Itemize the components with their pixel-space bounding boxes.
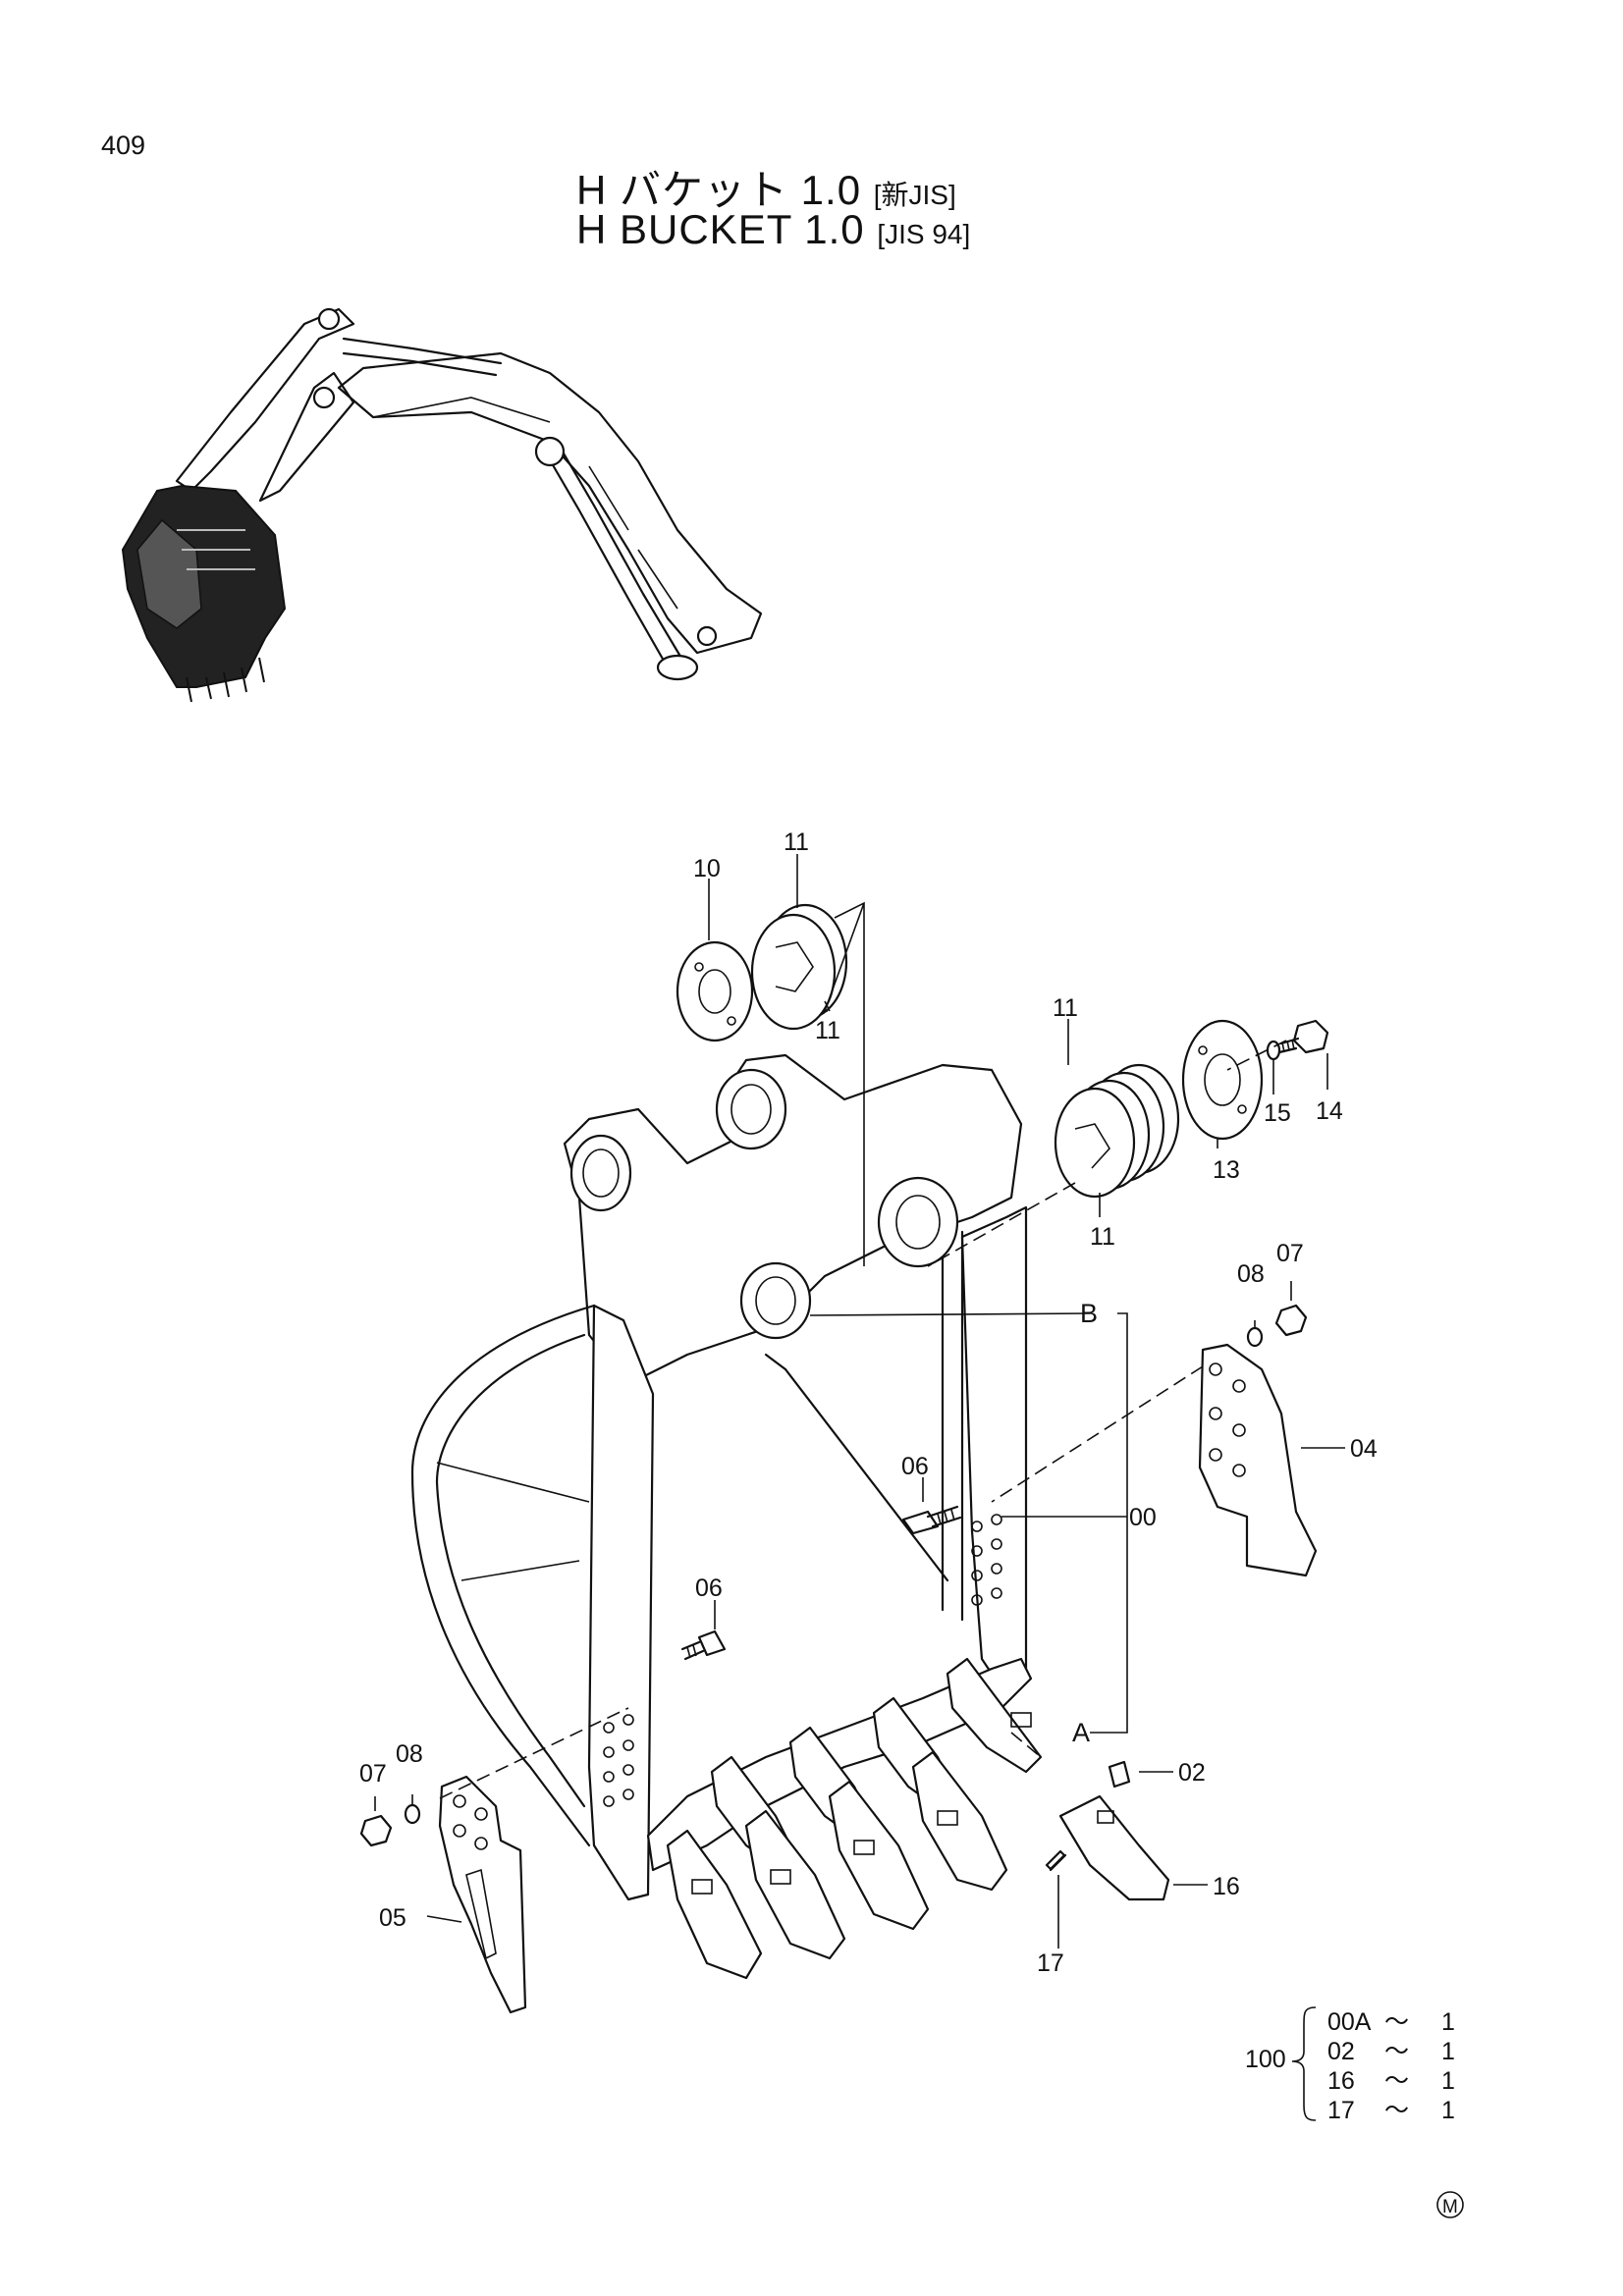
circled-m-mark: M [1436,2191,1464,2218]
part-17-pin [1045,1849,1067,1872]
part-07-nut-right [1274,1304,1308,1337]
circled-m-letter: M [1442,2197,1458,2217]
part-10-plate [676,940,754,1042]
kit-item-sep: 〜 [1384,2008,1409,2036]
part-08-washer-left [404,1803,421,1825]
callout-17: 17 [1037,1949,1064,1977]
kit-item-qty: 1 [1441,2008,1455,2036]
callout-02: 02 [1178,1759,1206,1787]
callout-04: 04 [1350,1435,1378,1463]
kit-item-sep: 〜 [1384,2038,1409,2065]
callout-06: 06 [695,1575,723,1602]
part-06-bolt-lower [680,1629,727,1661]
part-16-tooth-point [1058,1794,1170,1901]
callout-11: 11 [815,1017,840,1044]
part-06-bolt-upper [901,1505,962,1535]
page-number: 409 [101,131,146,160]
kit-item-sep: 〜 [1384,2097,1409,2124]
excavator-overview-illustration [121,307,763,703]
callout-06: 06 [901,1453,929,1480]
part-11-shims-top [750,903,848,1031]
leader-lines [374,854,1345,1949]
callout-10: 10 [693,855,721,882]
callout-07: 07 [359,1760,387,1788]
kit-item-part: 17 [1327,2097,1355,2124]
part-04-side-cutter [1198,1343,1318,1577]
part-08-washer-right [1246,1326,1264,1348]
part-02-lock [1108,1760,1131,1789]
part-11-shims-right [1054,1063,1180,1199]
kit-item-part: 02 [1327,2038,1355,2065]
callout-11: 11 [784,828,809,856]
title-english-tag: [JIS 94] [877,219,971,249]
callout-15: 15 [1264,1099,1291,1127]
kit-composition: 100 00A 〜 1 02 〜 1 16 〜 1 17 〜 1 [1245,2006,1455,2124]
callout-08: 08 [1237,1260,1265,1288]
callout-A: A [1072,1718,1090,1747]
callout-13: 13 [1213,1156,1240,1184]
callout-labels: 10 11 11 11 11 13 14 15 08 07 B 04 06 00… [359,828,1378,1977]
kit-number: 100 [1245,2046,1286,2073]
kit-item-qty: 1 [1441,2038,1455,2065]
title-english-main: H BUCKET 1.0 [576,206,865,252]
callout-16: 16 [1213,1873,1240,1900]
callout-05: 05 [379,1904,406,1932]
title-japanese-tag: [新JIS] [873,180,956,210]
part-14-bolt [1277,1019,1329,1054]
callout-14: 14 [1316,1097,1343,1125]
kit-item-qty: 1 [1441,2067,1455,2095]
part-07-nut-left [359,1814,393,1847]
part-13-plate [1181,1019,1264,1141]
callout-00: 00 [1129,1504,1157,1531]
kit-item-part: 00A [1327,2008,1372,2036]
callout-07: 07 [1276,1240,1304,1267]
title-japanese: H バケット 1.0 [新JIS] [576,157,956,217]
part-05-side-cutter [438,1775,527,2014]
callout-11: 11 [1090,1223,1115,1251]
title-english: H BUCKET 1.0 [JIS 94] [576,206,970,253]
callout-11: 11 [1053,994,1078,1022]
bucket-teeth [666,1657,1043,1980]
callout-08: 08 [396,1740,423,1768]
bucket-assembly-drawing [410,1053,1043,1980]
kit-item-sep: 〜 [1384,2067,1409,2095]
side-plate-bolt-holes [603,1514,1002,1807]
kit-item-qty: 1 [1441,2097,1455,2124]
callout-B: B [1080,1299,1098,1328]
kit-item-part: 16 [1327,2067,1355,2095]
title-japanese-main: H バケット 1.0 [576,167,862,213]
